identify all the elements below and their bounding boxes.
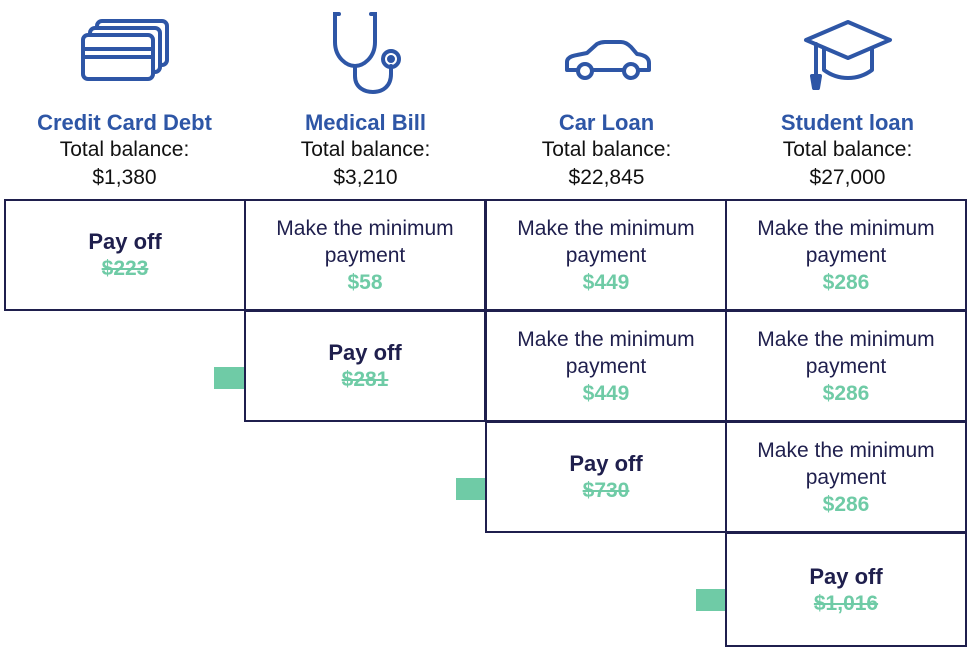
minimum-label: Make the minimum <box>517 216 695 240</box>
payoff-cell-student-loan: Pay off $1,016 <box>725 532 967 647</box>
minimum-amount: $286 <box>822 270 870 294</box>
minimum-cell: Make the minimum payment $449 <box>485 310 727 422</box>
minimum-cell: Make the minimum payment $286 <box>725 421 967 533</box>
balance-value: $3,210 <box>333 166 398 189</box>
stethoscope-icon <box>245 6 486 96</box>
balance-value: $1,380 <box>92 166 157 189</box>
minimum-cell: Make the minimum payment $58 <box>244 199 486 311</box>
minimum-amount: $58 <box>347 270 383 294</box>
payoff-cell-credit-card: Pay off $223 <box>4 199 246 311</box>
minimum-label-cont: payment <box>565 354 647 378</box>
balance-label: Total balance: <box>59 138 190 161</box>
payoff-amount: $1,016 <box>813 591 879 615</box>
balance-label: Total balance: <box>541 138 672 161</box>
minimum-amount: $286 <box>822 381 870 405</box>
balance-label: Total balance: <box>300 138 431 161</box>
minimum-cell: Make the minimum payment $286 <box>725 199 967 311</box>
debt-name: Student loan <box>780 110 915 135</box>
payoff-title: Pay off <box>809 563 883 589</box>
minimum-label: Make the minimum <box>757 438 935 462</box>
minimum-amount: $449 <box>582 270 630 294</box>
minimum-amount: $449 <box>582 381 630 405</box>
minimum-label: Make the minimum <box>757 216 935 240</box>
minimum-label-cont: payment <box>324 243 406 267</box>
minimum-amount: $286 <box>822 492 870 516</box>
minimum-cell: Make the minimum payment $286 <box>725 310 967 422</box>
minimum-label-cont: payment <box>565 243 647 267</box>
graduation-cap-icon <box>727 18 968 92</box>
payoff-title: Pay off <box>328 340 402 365</box>
payoff-title: Pay off <box>569 451 643 476</box>
payoff-amount: $730 <box>582 479 630 502</box>
minimum-label: Make the minimum <box>517 327 695 351</box>
payoff-cell-medical-bill: Pay off $281 <box>244 310 486 422</box>
minimum-label: Make the minimum <box>276 216 454 240</box>
debt-name: Car Loan <box>558 110 655 135</box>
payoff-title: Pay off <box>88 229 162 254</box>
balance-value: $22,845 <box>568 166 645 189</box>
car-icon <box>486 40 727 82</box>
balance-value: $27,000 <box>809 166 886 189</box>
minimum-label-cont: payment <box>805 465 887 489</box>
minimum-label: Make the minimum <box>757 327 935 351</box>
payoff-amount: $223 <box>101 257 149 280</box>
debt-name: Medical Bill <box>304 110 427 135</box>
minimum-label-cont: payment <box>805 354 887 378</box>
payoff-amount: $281 <box>341 368 389 391</box>
minimum-label-cont: payment <box>805 243 887 267</box>
debt-name: Credit Card Debt <box>37 110 212 135</box>
payoff-cell-car-loan: Pay off $730 <box>485 421 727 533</box>
credit-card-icon <box>4 18 245 84</box>
minimum-cell: Make the minimum payment $449 <box>485 199 727 311</box>
balance-label: Total balance: <box>782 138 913 161</box>
